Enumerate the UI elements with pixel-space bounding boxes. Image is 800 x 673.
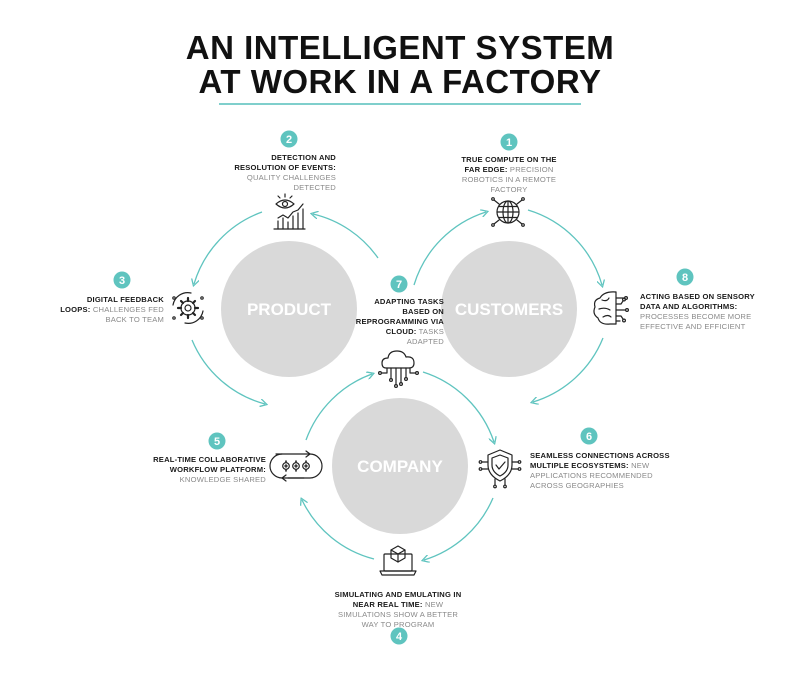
shield-check-icon (478, 449, 522, 489)
step-8-caption: ACTING BASED ON SENSORY DATA AND ALGORIT… (640, 292, 762, 332)
customers-label: CUSTOMERS (455, 300, 563, 319)
product-label: PRODUCT (247, 300, 332, 319)
step-2-title: DETECTION AND RESOLUTION OF EVENTS: (234, 153, 336, 172)
arrow-3-to-5 (191, 339, 265, 404)
workflow-gears-icon (269, 450, 323, 482)
arrow-7-to-1 (413, 212, 486, 286)
gear-loop-icon (172, 292, 204, 324)
badge-3: 3 (113, 271, 131, 289)
step-5-desc: KNOWLEDGE SHARED (179, 475, 266, 484)
customers-circle (441, 241, 577, 377)
badge-7: 7 (390, 275, 408, 293)
step-6-title: SEAMLESS CONNECTIONS ACROSS MULTIPLE ECO… (530, 451, 670, 470)
badge-2: 2 (280, 130, 298, 148)
step-5-caption: REAL-TIME COLLABORATIVE WORKFLOW PLATFOR… (138, 455, 266, 485)
company-label: COMPANY (357, 457, 443, 476)
step-1-desc: PRECISION ROBOTICS IN A REMOTE FACTORY (461, 165, 557, 194)
step-5-title: REAL-TIME COLLABORATIVE WORKFLOW PLATFOR… (153, 455, 266, 474)
step-4-desc: NEW SIMULATIONS SHOW A BETTER WAY TO PRO… (337, 600, 459, 629)
step-1-caption: TRUE COMPUTE ON THE FAR EDGE: PRECISION … (454, 155, 564, 195)
laptop-cube-icon (379, 545, 417, 576)
step-7-desc: TASKS ADAPTED (406, 327, 444, 346)
step-badges: 1 2 3 4 5 6 7 8 (113, 130, 694, 645)
svg-text:6: 6 (586, 431, 592, 443)
page-title-line2: AT WORK IN A FACTORY (198, 63, 602, 100)
arrow-7-to-2 (313, 214, 379, 259)
arrow-1-to-8 (527, 209, 602, 285)
badge-5: 5 (208, 432, 226, 450)
step-2-caption: DETECTION AND RESOLUTION OF EVENTS: QUAL… (226, 153, 336, 193)
step-3-desc: CHALLENGES FED BACK TO TEAM (90, 305, 164, 324)
company-circle (332, 398, 468, 534)
arrow-5-to-7 (305, 374, 372, 441)
badge-8: 8 (676, 268, 694, 286)
step-6-desc: NEW APPLICATIONS RECOMMENDED ACROSS GEOG… (530, 461, 653, 490)
brain-circuit-icon (593, 291, 630, 325)
eye-chart-icon (273, 193, 306, 230)
svg-text:8: 8 (682, 272, 688, 284)
step-3-caption: DIGITAL FEEDBACK LOOPS: CHALLENGES FED B… (60, 295, 164, 325)
globe-network-icon (491, 197, 525, 227)
svg-text:3: 3 (119, 275, 125, 287)
arrow-6-to-4 (424, 497, 494, 560)
cloud-circuit-icon (378, 350, 420, 389)
svg-text:1: 1 (506, 137, 512, 149)
badge-1: 1 (500, 133, 518, 151)
arrow-8-to-6 (533, 337, 604, 402)
step-1-title: TRUE COMPUTE ON THE FAR EDGE: (461, 155, 557, 174)
title-divider (219, 103, 581, 105)
arrow-7-to-6 (422, 371, 494, 442)
page-title-line1: AN INTELLIGENT SYSTEM (185, 29, 615, 66)
svg-text:4: 4 (396, 631, 403, 643)
step-3-title: DIGITAL FEEDBACK LOOPS: (60, 295, 164, 314)
step-7-title: ADAPTING TASKS BASED ON REPROGRAMMING VI… (355, 297, 444, 336)
step-2-desc: QUALITY CHALLENGES DETECTED (246, 173, 336, 192)
step-7-caption: ADAPTING TASKS BASED ON REPROGRAMMING VI… (350, 297, 444, 347)
badge-6: 6 (580, 427, 598, 445)
step-8-title: ACTING BASED ON SENSORY DATA AND ALGORIT… (640, 292, 755, 311)
svg-text:7: 7 (396, 279, 402, 291)
step-6-caption: SEAMLESS CONNECTIONS ACROSS MULTIPLE ECO… (530, 451, 670, 491)
step-4-caption: SIMULATING AND EMULATING IN NEAR REAL TI… (332, 590, 464, 630)
arrow-4-to-5 (302, 500, 375, 560)
svg-text:5: 5 (214, 436, 220, 448)
product-circle (221, 241, 357, 377)
arrow-2-to-3 (194, 211, 263, 284)
svg-text:2: 2 (286, 134, 292, 146)
badge-4: 4 (390, 627, 408, 645)
step-8-desc: PROCESSES BECOME MORE EFFECTIVE AND EFFI… (640, 312, 752, 331)
step-4-title: SIMULATING AND EMULATING IN NEAR REAL TI… (334, 590, 462, 609)
flow-arrows (192, 210, 603, 560)
